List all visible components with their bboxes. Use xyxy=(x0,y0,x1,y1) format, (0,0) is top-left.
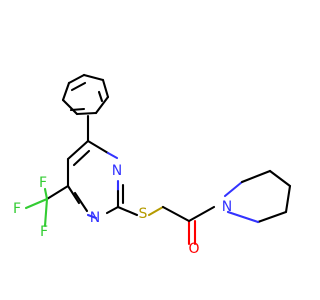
piperidine-bond xyxy=(268,169,292,188)
pyrimidine-bond xyxy=(86,139,110,155)
trifluoromethyl-group xyxy=(24,184,70,228)
c2-s-bond xyxy=(116,205,139,217)
phenyl-bond xyxy=(82,73,105,82)
molecule-diagram: N N S O N F F F xyxy=(12,73,292,257)
phenyl-bond xyxy=(101,78,110,99)
ch2-carbonyl-bond xyxy=(161,205,191,223)
atom-s-label: S xyxy=(139,206,148,222)
cf3-f-left-bond xyxy=(24,197,49,210)
atom-n-lower-label: N xyxy=(90,210,100,226)
cf3-carbon-bond xyxy=(45,184,70,201)
pyrimidine-double-bond xyxy=(72,149,91,167)
s-ch2-bond xyxy=(147,205,165,217)
pyrimidine-bond-n xyxy=(106,151,119,160)
phenyl-bond xyxy=(75,111,98,116)
phenyl-ring xyxy=(61,73,110,116)
cf3-f-bottom-bond xyxy=(43,197,49,228)
phenyl-bond xyxy=(67,73,86,85)
phenyl-bond xyxy=(94,95,110,115)
carbonyl-n-bond xyxy=(187,205,216,223)
carbonyl-group xyxy=(187,219,197,246)
piperidine-bond-n xyxy=(223,180,244,198)
atom-n-piperidine-label: N xyxy=(222,199,232,215)
pyrimidine-bond xyxy=(66,139,90,161)
atom-o-label: O xyxy=(188,241,199,257)
pyrimidine-bond xyxy=(66,184,81,205)
phenyl-double-bond xyxy=(97,90,104,103)
piperidine-bond xyxy=(284,184,292,214)
cf3-f-top-bond xyxy=(43,187,49,201)
pyrimidine-double-bond xyxy=(73,191,89,213)
thioether-chain xyxy=(116,205,191,223)
pyrimidine-bond xyxy=(105,205,120,215)
pyrimidine-ring xyxy=(66,139,125,220)
structure-svg: N N S O N F F F xyxy=(13,73,292,257)
piperidine-ring xyxy=(187,169,292,224)
phenyl-bond xyxy=(61,98,79,116)
piperidine-bond xyxy=(240,169,272,184)
pyrimidine-bond-n xyxy=(86,213,98,220)
phenyl-double-bond xyxy=(70,81,87,92)
atom-f-bottom-label: F xyxy=(40,224,48,240)
piperidine-bond xyxy=(256,210,288,224)
atom-f-left-label: F xyxy=(13,201,21,217)
piperidine-bond-n xyxy=(226,210,260,224)
phenyl-double-bond xyxy=(69,107,86,112)
atom-n-upper-label: N xyxy=(112,163,122,179)
atom-f-top-label: F xyxy=(39,175,47,191)
phenyl-bond xyxy=(61,81,71,102)
